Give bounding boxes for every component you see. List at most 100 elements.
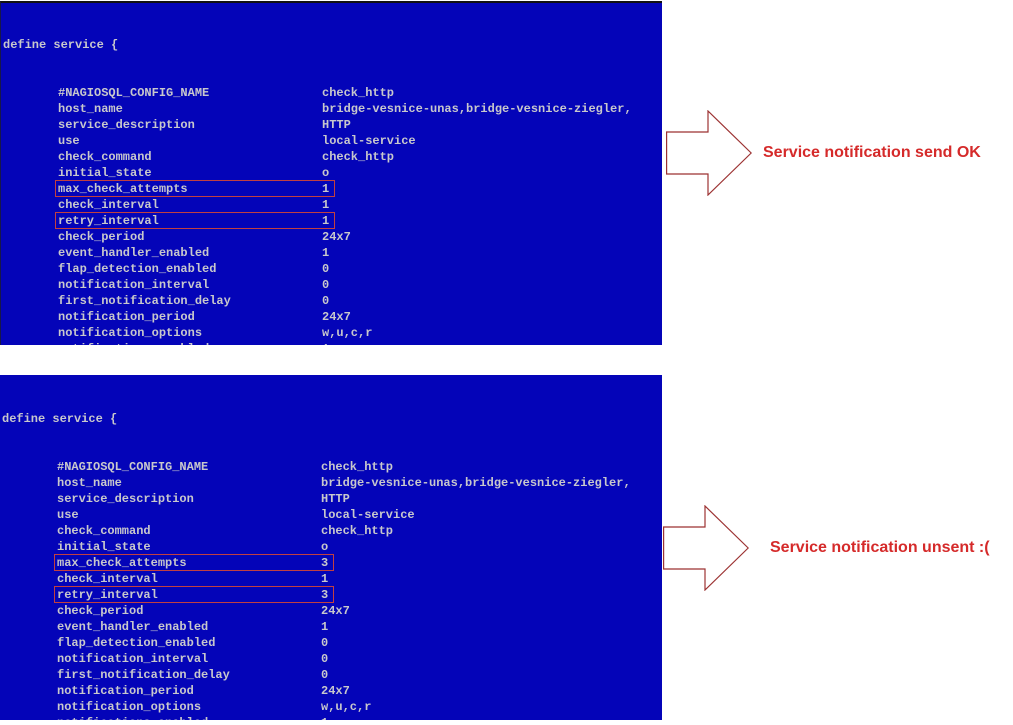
config-key: event_handler_enabled: [57, 620, 209, 634]
config-open-line: define service {: [3, 38, 119, 52]
config-entry-initial-state: initial_state o: [0, 539, 662, 555]
config-value: w,u,c,r: [321, 700, 372, 714]
config-key: check_interval: [57, 572, 158, 586]
config-value: check_http: [322, 86, 395, 100]
config-value: HTTP: [322, 118, 351, 132]
config-entry-check-interval: check_interval 1: [1, 197, 662, 213]
config-value: 1: [321, 716, 328, 720]
config-value: 1: [322, 342, 329, 345]
config-key: event_handler_enabled: [58, 246, 210, 260]
config-entry-retry-interval: retry_interval 3: [0, 586, 662, 603]
config-key: check_period: [57, 604, 144, 618]
config-entry-check-period: check_period 24x7: [0, 603, 662, 619]
config-entry-service-description: service_description HTTP: [1, 117, 662, 133]
config-key: use: [57, 508, 79, 522]
config-key: check_command: [58, 150, 152, 164]
config-value: 24x7: [321, 684, 350, 698]
config-entry-check-command: check_command check_http: [0, 523, 662, 539]
config-entry-notification-options: notification_options w,u,c,r: [0, 699, 662, 715]
config-entry-event-handler-enabled: event_handler_enabled 1: [1, 245, 662, 261]
annotation-notification-sent: Service notification send OK: [763, 144, 981, 161]
config-entry-event-handler-enabled: event_handler_enabled 1: [0, 619, 662, 635]
config-key: first_notification_delay: [58, 294, 231, 308]
annotation-notification-unsent: Service notification unsent :(: [770, 539, 990, 556]
config-value: 1: [322, 246, 330, 260]
config-key: check_period: [58, 230, 145, 244]
config-value: check_http: [321, 524, 394, 538]
config-value: 0: [321, 668, 329, 682]
right-arrow-icon: [663, 505, 749, 591]
config-key: host_name: [58, 102, 123, 116]
config-value: local-service: [321, 508, 415, 522]
config-value: 0: [321, 652, 329, 666]
config-open-line: define service {: [2, 412, 118, 426]
config-key: check_interval: [58, 198, 159, 212]
config-key: notification_period: [58, 310, 195, 324]
config-entry-max-check-attempts: max_check_attempts 1: [1, 180, 662, 197]
config-value: check_http: [321, 460, 394, 474]
config-value: 3: [321, 588, 329, 602]
config-entry-notification-options: notification_options w,u,c,r: [1, 325, 662, 341]
config-entry-check-interval: check_interval 1: [0, 571, 662, 587]
config-value: 1: [322, 198, 330, 212]
config-value: 24x7: [322, 230, 351, 244]
config-key: retry_interval: [57, 588, 158, 602]
config-value: 1: [321, 620, 329, 634]
config-value: 1: [322, 214, 330, 228]
config-value: HTTP: [321, 492, 350, 506]
config-entry-use: use local-service: [0, 507, 662, 523]
config-key: #NAGIOSQL_CONFIG_NAME: [57, 460, 209, 474]
config-entry-retry-interval: retry_interval 1: [1, 212, 662, 229]
config-value: o: [322, 166, 330, 180]
config-key: notification_interval: [58, 278, 210, 292]
config-entry-notification-interval: notification_interval 0: [0, 651, 662, 667]
config-value: bridge-vesnice-unas,bridge-vesnice-ziegl…: [321, 476, 631, 490]
config-entry-host-name: host_name bridge-vesnice-unas,bridge-vesn…: [0, 475, 662, 491]
config-key: notification_options: [57, 700, 202, 714]
config-key: service_description: [58, 118, 195, 132]
config-key: initial_state: [57, 540, 151, 554]
config-value: 1: [322, 182, 330, 196]
config-key: max_check_attempts: [58, 182, 188, 196]
config-entry-use: use local-service: [1, 133, 662, 149]
config-key: check_command: [57, 524, 151, 538]
config-key: service_description: [57, 492, 194, 506]
config-key: host_name: [57, 476, 122, 490]
config-value: o: [321, 540, 329, 554]
config-value: 24x7: [321, 604, 350, 618]
config-entry-check-period: check_period 24x7: [1, 229, 662, 245]
config-key: notification_interval: [57, 652, 209, 666]
config-key: notification_period: [57, 684, 194, 698]
config-entry-nagiosql-config-name: #NAGIOSQL_CONFIG_NAME check_http: [0, 459, 662, 475]
config-value: local-service: [322, 134, 416, 148]
config-value: w,u,c,r: [322, 326, 373, 340]
config-entry-host-name: host_name bridge-vesnice-unas,bridge-vesn…: [1, 101, 662, 117]
config-value: 3: [321, 556, 329, 570]
config-key: flap_detection_enabled: [58, 262, 217, 276]
config-value: 0: [321, 636, 329, 650]
config-entry-service-description: service_description HTTP: [0, 491, 662, 507]
config-value: check_http: [322, 150, 395, 164]
config-value: 24x7: [322, 310, 351, 324]
config-key: flap_detection_enabled: [57, 636, 216, 650]
config-value: 0: [322, 294, 330, 308]
config-value: 1: [321, 572, 329, 586]
config-key: use: [58, 134, 80, 148]
config-entry-notification-period: notification_period 24x7: [0, 683, 662, 699]
config-key: initial_state: [58, 166, 152, 180]
config-key: notification_options: [58, 326, 203, 340]
config-key: retry_interval: [58, 214, 159, 228]
config-value: bridge-vesnice-unas,bridge-vesnice-ziegl…: [322, 102, 632, 116]
